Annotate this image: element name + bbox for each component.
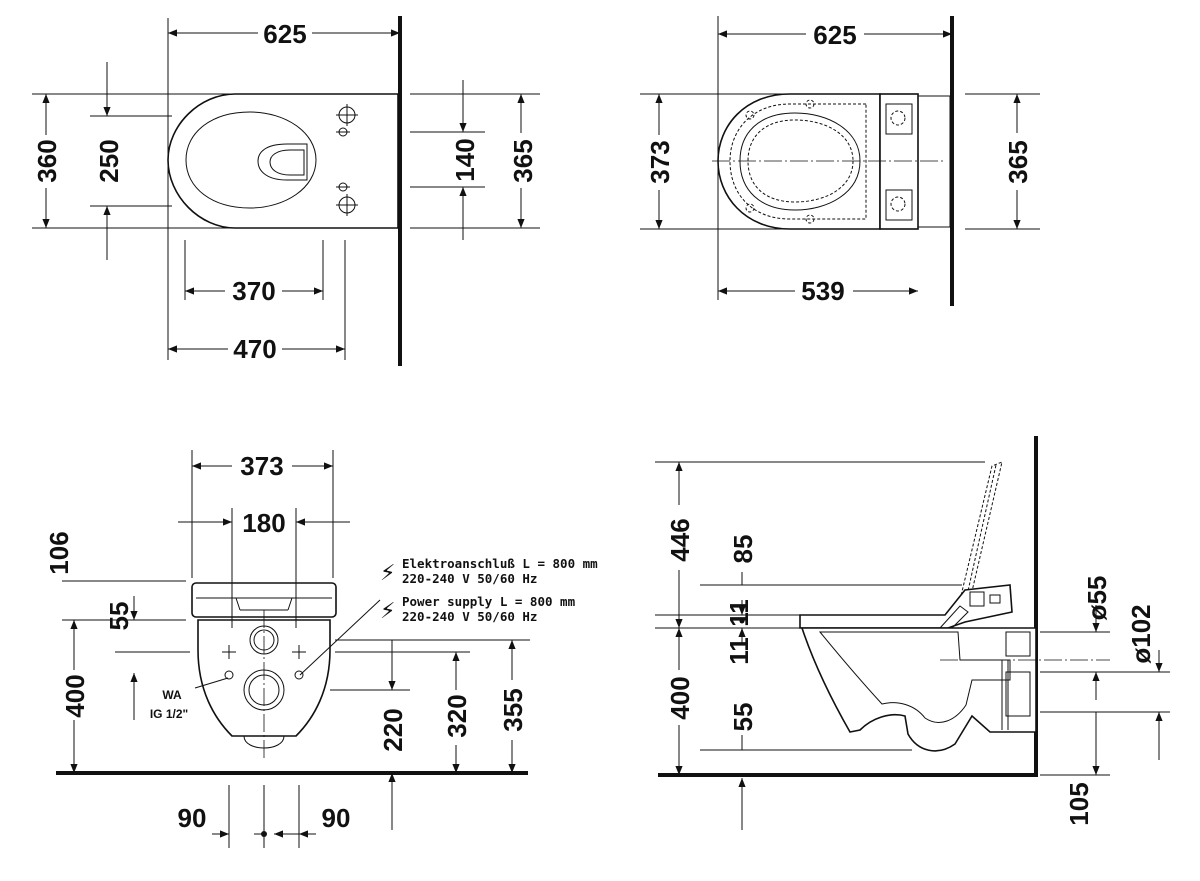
- dim-106: 106: [44, 531, 74, 574]
- front-view: 373 180 106 55 400 220 320 355 90: [44, 450, 598, 848]
- electrical-note-de-1: Elektroanschluß L = 800 mm: [402, 556, 598, 571]
- dim-320: 320: [442, 694, 472, 737]
- dim-height-140: 140: [450, 138, 480, 181]
- lightning-icon-de: ⚡: [380, 560, 395, 585]
- dim-width-625-seat: 625: [813, 20, 856, 50]
- dim-90-right: 90: [322, 803, 351, 833]
- dim-400-front: 400: [60, 674, 90, 717]
- dim-400-side: 400: [665, 676, 695, 719]
- water-connection-label: WA: [162, 688, 182, 702]
- bowl-drain-opening: [257, 143, 308, 181]
- bowl-inner-rim: [185, 111, 317, 209]
- dim-220: 220: [378, 708, 408, 751]
- dim-width-373-front: 373: [240, 451, 283, 481]
- dim-90-left: 90: [178, 803, 207, 833]
- dim-355: 355: [498, 688, 528, 731]
- dim-446: 446: [665, 518, 695, 561]
- dim-height-373: 373: [645, 140, 675, 183]
- electrical-note-en-2: 220-240 V 50/60 Hz: [402, 609, 537, 624]
- dim-dia-102: ø102: [1126, 604, 1156, 663]
- dim-height-250: 250: [94, 139, 124, 182]
- lightning-icon-en: ⚡: [380, 598, 395, 623]
- dim-height-365-seat: 365: [1003, 140, 1033, 183]
- seat-outline: [717, 93, 881, 230]
- dim-55-front: 55: [104, 602, 134, 631]
- side-view: 446 85 11 11 400 55 ø55 ø102 105: [655, 436, 1170, 830]
- dim-55-side: 55: [728, 703, 758, 732]
- electrical-note-de-2: 220-240 V 50/60 Hz: [402, 571, 537, 586]
- top-left-plan-view: 625 470 370 360 250 140 365: [32, 16, 540, 366]
- bowl-outline: [167, 93, 399, 229]
- dim-length-539: 539: [801, 276, 844, 306]
- top-right-plan-view-with-seat: 625 539 373 365: [640, 16, 1040, 306]
- water-thread-label: IG 1/2": [150, 707, 188, 721]
- dim-height-365: 365: [508, 139, 538, 182]
- dim-height-360: 360: [32, 139, 62, 182]
- dim-105: 105: [1064, 782, 1094, 825]
- dim-85: 85: [728, 535, 758, 564]
- dim-width-180: 180: [242, 508, 285, 538]
- electrical-note-en-1: Power supply L = 800 mm: [402, 594, 576, 609]
- dim-dia-55: ø55: [1082, 576, 1112, 621]
- bowl-side-outline: [800, 627, 1037, 752]
- seat-lid-raised: [959, 461, 1003, 601]
- dim-length-470: 470: [233, 334, 276, 364]
- dim-11-bottom: 11: [724, 637, 754, 665]
- dim-11-top: 11: [724, 599, 754, 627]
- dim-length-370: 370: [232, 276, 275, 306]
- dim-width-625: 625: [263, 19, 306, 49]
